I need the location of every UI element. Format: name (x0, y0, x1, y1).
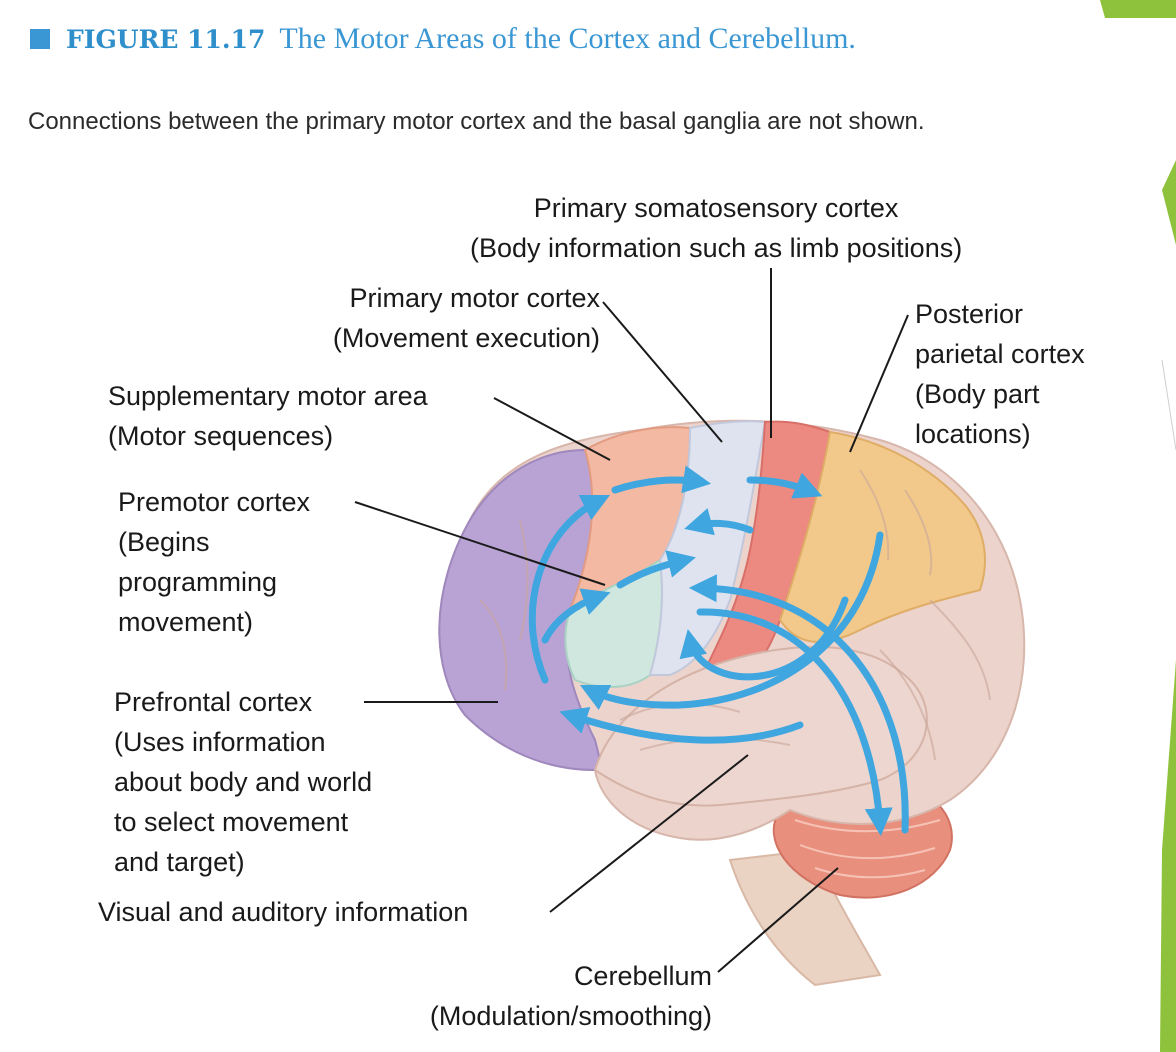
arrow-ppc-to-pfc (579, 531, 884, 711)
green-edge-lower (1160, 660, 1176, 1052)
label-prefrontal-line2: (Uses information (114, 727, 326, 757)
label-premotor-line1: Premotor cortex (118, 487, 311, 517)
label-premotor-line4: movement) (118, 607, 254, 637)
leader-posterior-parietal (849, 314, 909, 453)
arrow-motor-to-cerebellum (696, 608, 893, 837)
figure-caption: Connections between the primary motor co… (28, 108, 925, 135)
arrow-pm-to-motor-1 (616, 550, 696, 589)
leader-lines (354, 268, 909, 973)
label-somatosensory: Primary somatosensory cortex (Body infor… (470, 188, 962, 268)
label-cerebellum: Cerebellum (Modulation/smoothing) (360, 956, 712, 1036)
arrow-somato-to-motor (684, 508, 754, 536)
label-posterior-parietal-line1: Posterior (915, 299, 1024, 329)
arrow-temporal-to-pfc (559, 707, 804, 744)
label-premotor-line3: programming (118, 567, 278, 597)
label-premotor: Premotor cortex (Begins programming move… (118, 482, 310, 642)
label-primary-motor: Primary motor cortex (Movement execution… (270, 278, 600, 358)
pathway-arrows (528, 465, 909, 837)
green-edge-upper (1162, 160, 1176, 245)
temporal-lobe (593, 645, 928, 807)
label-prefrontal-line4: to select movement (114, 807, 349, 837)
label-visual-auditory: Visual and auditory information (98, 897, 469, 927)
label-somatosensory-name: Primary somatosensory cortex (533, 193, 899, 223)
arrow-pfc-to-pm (541, 588, 611, 644)
label-posterior-parietal-line2: parietal cortex (915, 339, 1085, 369)
label-posterior-parietal-line3: (Body part (915, 379, 1040, 409)
label-prefrontal-line1: Prefrontal cortex (114, 687, 313, 717)
arrow-motor-to-somato (746, 472, 823, 499)
figure-bullet-square (30, 29, 50, 49)
figure-title: The Motor Areas of the Cortex and Cerebe… (279, 22, 856, 55)
leader-visual-auditory (549, 754, 749, 913)
green-corner-top (1100, 0, 1176, 18)
label-premotor-line2: (Begins (118, 527, 210, 557)
label-primary-motor-name: Primary motor cortex (349, 283, 600, 313)
figure-header: FIGURE 11.17 The Motor Areas of the Cort… (30, 22, 856, 56)
label-prefrontal: Prefrontal cortex (Uses information abou… (114, 682, 372, 882)
leader-primary-motor (602, 301, 723, 443)
figure-number: FIGURE 11.17 (66, 24, 266, 54)
label-primary-motor-desc: (Movement execution) (332, 323, 600, 353)
leader-cerebellum (717, 867, 839, 973)
label-cerebellum-desc: (Modulation/smoothing) (429, 1001, 712, 1031)
label-cerebellum-name: Cerebellum (573, 961, 712, 991)
label-supplementary: Supplementary motor area (Motor sequence… (108, 376, 428, 456)
label-somatosensory-desc: (Body information such as limb positions… (470, 233, 963, 263)
gyri-texture (479, 469, 991, 761)
label-prefrontal-line5: and target) (114, 847, 245, 877)
leader-supplementary (493, 397, 611, 461)
arrow-pfc-to-sma (528, 494, 611, 684)
arrow-sma-to-motor (611, 465, 712, 494)
label-posterior-parietal-line4: locations) (915, 419, 1031, 449)
label-posterior-parietal: Posterior parietal cortex (Body part loc… (915, 294, 1085, 454)
arrow-cerebellum-to-motor (688, 574, 909, 834)
label-prefrontal-line3: about body and world (114, 767, 373, 797)
label-supplementary-desc: (Motor sequences) (108, 421, 334, 451)
label-supplementary-name: Supplementary motor area (108, 381, 428, 411)
leader-premotor (354, 501, 606, 586)
slide-divider-line (1161, 359, 1176, 451)
